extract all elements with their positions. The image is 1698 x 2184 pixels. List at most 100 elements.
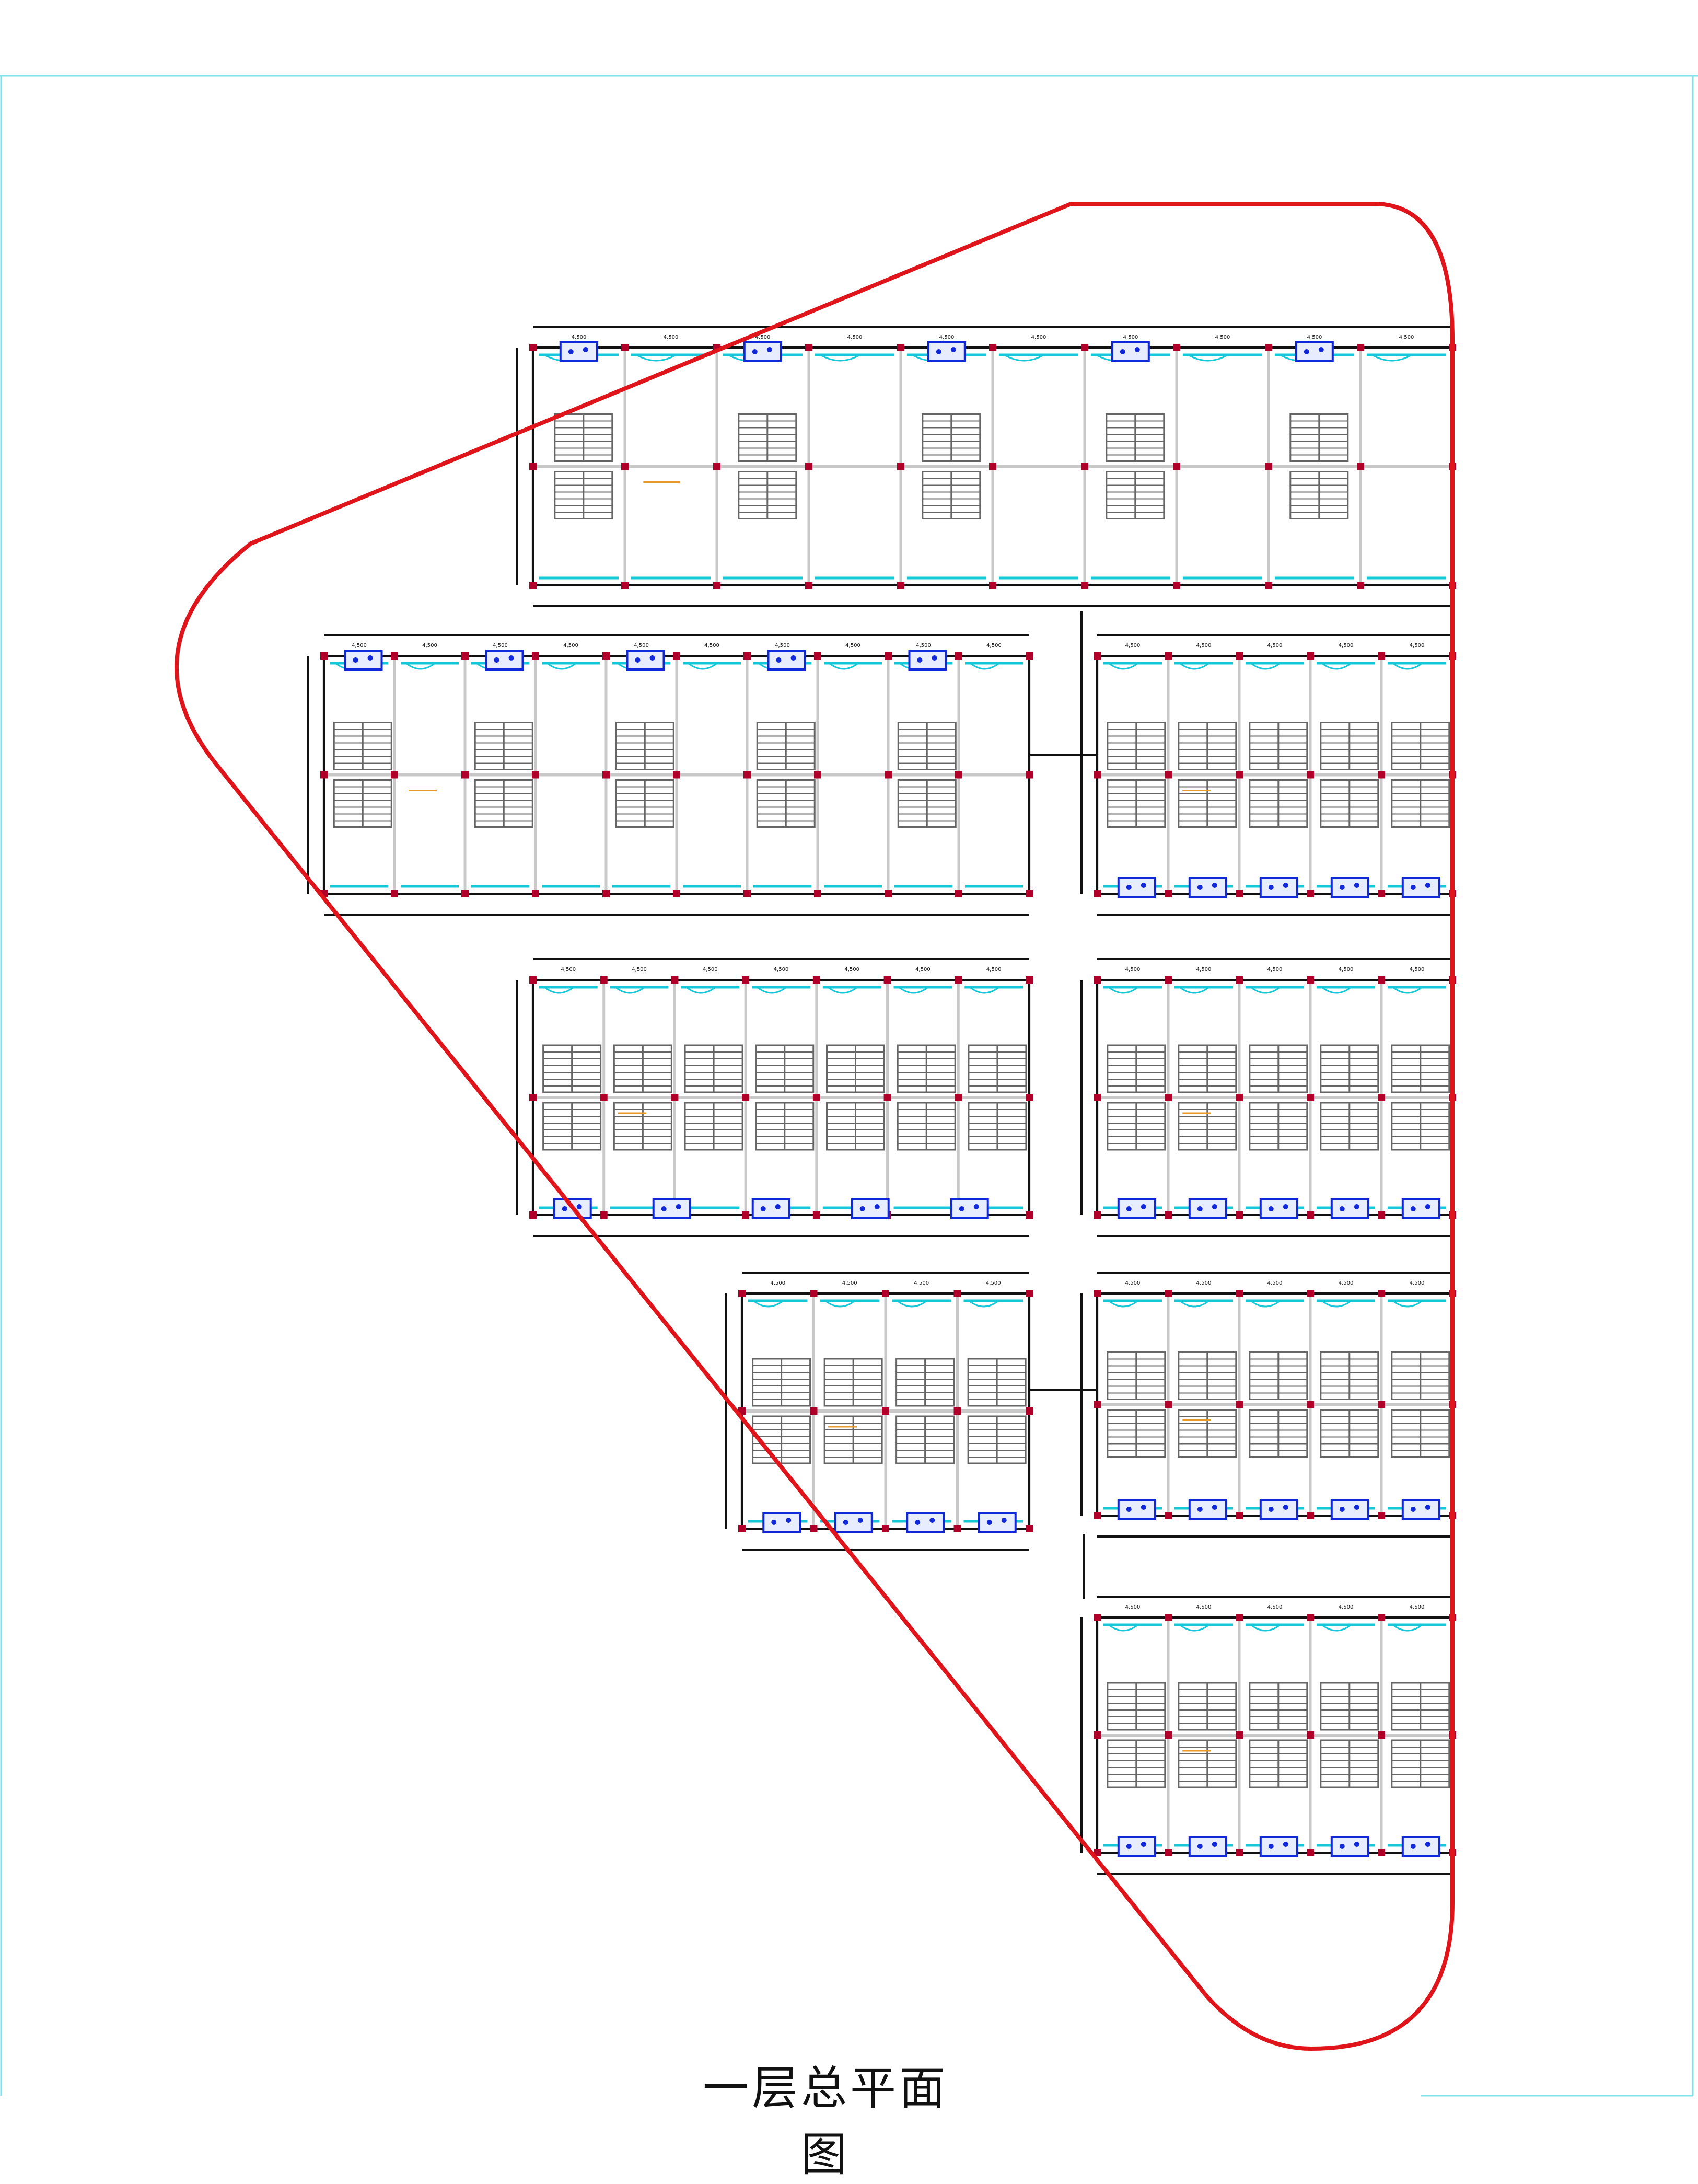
column [1165,652,1172,660]
door-swing [1004,354,1044,362]
stair-core [1249,1351,1308,1458]
column [1094,890,1101,897]
column [1307,1401,1314,1408]
drawing-frame [0,75,1698,2097]
equipment-mark [1283,1204,1288,1209]
column [1094,1731,1101,1739]
equipment-mark [1283,1505,1288,1510]
stair-core [1249,1044,1308,1151]
dimension-label: 4,500 [634,643,649,649]
column [713,463,720,470]
column [897,463,904,470]
column [621,582,629,589]
stair-core [755,1044,815,1151]
column [1236,1094,1243,1101]
column [989,582,996,589]
column [810,1290,818,1297]
equipment-mark [776,657,782,663]
dimension-label: 4,500 [916,643,931,649]
door-swing [1108,1624,1138,1632]
boundary-outline [175,202,1455,2051]
dimension-label: 4,500 [1399,334,1414,340]
column [814,890,821,897]
stair-core [922,413,981,519]
door-swing [1321,1624,1352,1632]
column [1236,1731,1243,1739]
column [1236,1401,1243,1408]
column [1094,1290,1101,1297]
equipment-mark [1354,1842,1359,1847]
door-swing [898,986,929,994]
stair-core [1178,1351,1237,1458]
equipment-box [1259,877,1298,898]
column [814,652,821,660]
equipment-mark [1354,883,1359,888]
door-swing [820,354,860,362]
column [1236,1849,1243,1856]
door-swing [1392,1300,1423,1308]
stair-core [1178,1682,1237,1788]
equipment-box [834,1512,873,1533]
equipment-mark [1425,883,1430,888]
equipment-box [1188,1836,1227,1857]
door-swing [1179,1624,1209,1632]
column [1236,1512,1243,1519]
column [1094,1211,1101,1219]
dimension-label: 4,500 [664,334,679,340]
column [1357,344,1364,351]
column [1236,771,1243,779]
dimension-label: 4,500 [1410,1604,1425,1610]
dimension-label: 4,500 [704,643,719,649]
equipment-mark [859,1206,865,1211]
column [897,582,904,589]
column [1026,1290,1033,1297]
dimension-label: 4,500 [775,643,790,649]
column [812,976,820,984]
door-swing [897,1300,927,1308]
equipment-mark [1212,1842,1217,1847]
stair-core [738,413,797,519]
column [1165,771,1172,779]
stair-core [756,722,816,828]
column [713,582,720,589]
column [885,652,892,660]
column [1307,1211,1314,1219]
stair-core [1391,1682,1450,1788]
column [1094,652,1101,660]
column [671,1094,679,1101]
equipment-mark [576,1204,582,1209]
column [1165,1094,1172,1101]
column [1173,463,1180,470]
column [1165,1731,1172,1739]
column [738,1290,746,1297]
column [461,771,469,779]
dimension-label: 4,500 [563,643,578,649]
column [1236,1211,1243,1219]
column [600,976,608,984]
column [529,344,537,351]
equipment-box [1188,1198,1227,1219]
column [1165,976,1172,984]
stair-core [613,1044,672,1151]
column [1307,1290,1314,1297]
equipment-mark [676,1204,681,1209]
column [1165,1614,1172,1621]
door-swing [544,986,574,994]
stair-core [752,1358,811,1464]
equipment-mark [915,1520,921,1525]
dimension-label: 4,500 [493,643,508,649]
equipment-mark [760,1206,766,1211]
column [1081,344,1088,351]
equipment-box [485,650,524,671]
column [953,1525,961,1532]
dimension-label: 4,500 [1267,1604,1283,1610]
dimension-label: 4,500 [1267,1280,1283,1286]
block-connectors [1029,611,1097,1599]
column [742,976,750,984]
door-swing [636,354,677,362]
column [955,771,962,779]
equipment-mark [1268,1507,1274,1512]
